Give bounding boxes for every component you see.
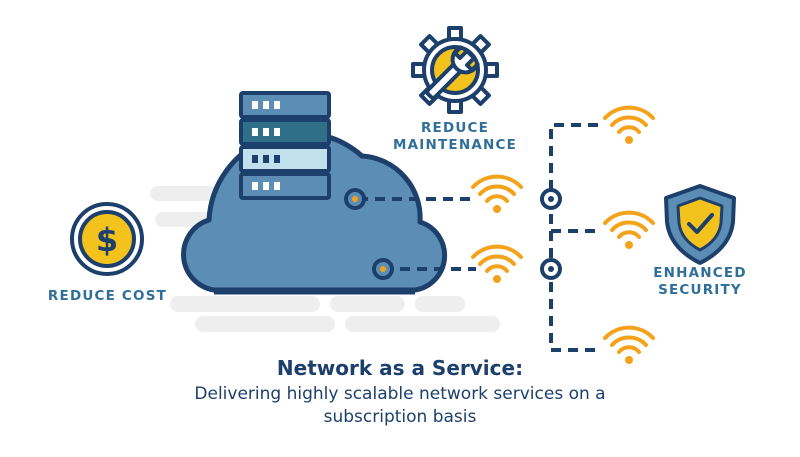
page-subtitle: Delivering highly scalable network servi…: [100, 383, 700, 429]
wifi-icon: [471, 244, 523, 285]
connection-lines: [358, 123, 598, 352]
subtitle-line-2: subscription basis: [323, 407, 477, 427]
background-streaks: [150, 186, 500, 332]
server-rack-icon: [239, 91, 331, 200]
subtitle-line-1: Delivering highly scalable network servi…: [194, 384, 606, 404]
gear-wrench-icon: [411, 26, 499, 114]
wifi-icon: [471, 174, 523, 215]
cost-line: REDUCE COST: [47, 288, 168, 304]
enhanced-security-label: ENHANCED SECURITY: [630, 265, 770, 299]
page-title: Network as a Service:: [276, 356, 524, 380]
security-line-1: ENHANCED: [653, 265, 747, 281]
svg-text:$: $: [96, 221, 118, 259]
reduce-cost-label: REDUCE COST: [35, 288, 180, 305]
maintenance-line-1: REDUCE: [420, 120, 490, 136]
connection-nodes: [344, 188, 562, 280]
shield-check-icon: [664, 184, 736, 265]
maintenance-line-2: MAINTENANCE: [392, 137, 517, 153]
reduce-maintenance-label: REDUCE MAINTENANCE: [380, 120, 530, 154]
security-line-2: SECURITY: [658, 282, 742, 298]
dollar-coin-icon: $: [70, 202, 144, 276]
wifi-icon: [603, 105, 655, 146]
wifi-icon: [603, 210, 655, 251]
